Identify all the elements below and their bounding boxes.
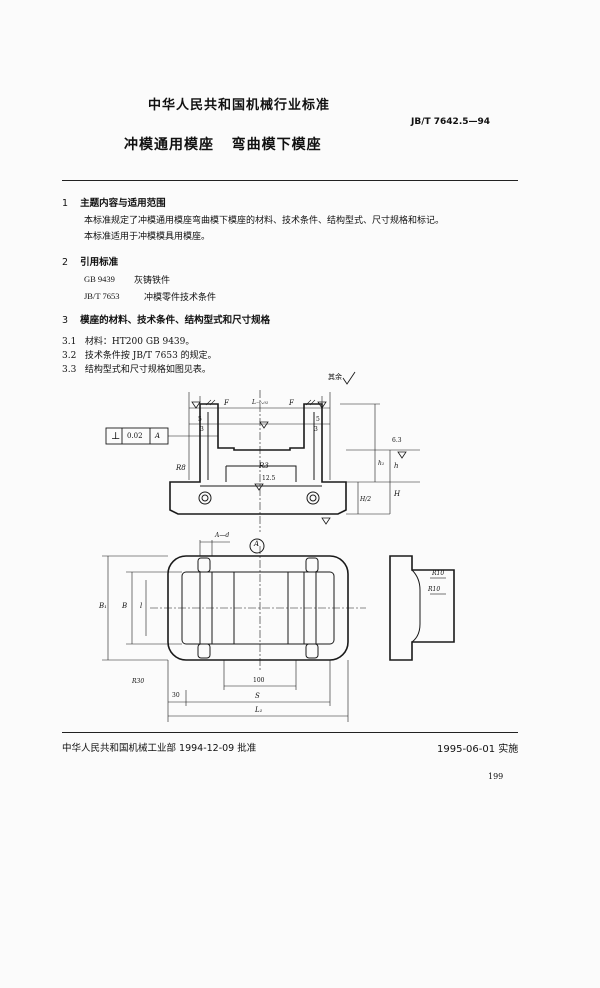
dim-H: H [394,490,401,498]
dim-H-half: H/2 [360,496,372,503]
clause-3-1-text: 材料：HT200 GB 9439。 [84,337,195,347]
section-1-paragraph-2: 本标准适用于冲模模具用模座。 [84,232,211,242]
detail-a-marker [249,538,265,554]
dim-b: B [122,602,128,610]
dim-h: h [394,462,399,470]
side-section-view [389,555,455,661]
footer-rule [62,732,518,733]
front-view [168,390,420,554]
clause-3-2-text: 技术条件按 JB/T 7653 的规定。 [84,351,217,361]
bolt-hole-left [198,491,212,505]
dim-r10-upper: R10 [432,570,445,577]
dim-5-left: 5 [198,416,202,423]
section-a-d-label: A—d [215,532,230,539]
dim-r30: R30 [132,678,145,685]
approval-statement: 中华人民共和国机械工业部 1994-12-09 批准 [62,743,257,754]
clause-3-3: 3.3 结构型式和尺寸规格如图见表。 [62,362,211,375]
bolt-hole-right [306,491,320,505]
dim-s: S [255,692,260,700]
dim-5-right: 5 [316,416,320,423]
header-rule [62,180,518,181]
clause-3-2-number: 3.2 [62,351,77,361]
dim-r3: R3 [259,462,269,470]
rest-roughness-label: 其余 [328,373,342,381]
roughness-6-3: 6.3 [392,437,402,444]
dim-f-left: F [224,399,229,407]
section-1-paragraph-1: 本标准规定了冲模通用模座弯曲模下模座的材料、技术条件、结构型式、尺寸规格和标记。 [84,216,445,226]
tolerance-datum: A [155,432,161,440]
dim-r10-lower: R10 [428,586,441,593]
perpendicularity-symbol: ⊥ [111,431,121,442]
document-title: 冲模通用模座 弯曲模下模座 [124,137,322,153]
dim-l-small: l [140,602,143,610]
section-1-title: 主题内容与适用范围 [80,198,166,209]
tolerance-value: 0.02 [127,432,143,440]
dim-3-left: 3 [200,426,204,433]
dim-f-right: F [289,399,294,407]
section-3-title: 模座的材料、技术条件、结构型式和尺寸规格 [80,315,271,326]
reference-code-1: GB 9439 [84,274,115,284]
reference-title-1: 灰铸铁件 [134,276,171,286]
section-1-heading: 1 主题内容与适用范围 [62,195,166,209]
reference-title-2: 冲模零件技术条件 [144,293,217,303]
clause-3-1-number: 3.1 [62,337,77,347]
clause-3-3-number: 3.3 [62,365,77,375]
dim-b1: B₁ [99,602,107,610]
dim-l: L₋₀.₀₁ [252,399,269,406]
dim-30: 30 [172,692,180,699]
reference-code-2: JB/T 7653 [84,291,120,301]
dim-l1: L₁ [255,706,263,714]
clause-3-3-text: 结构型式和尺寸规格如图见表。 [84,365,211,375]
clause-3-1: 3.1 材料：HT200 GB 9439。 [62,334,194,347]
dim-100: 100 [253,677,265,684]
roughness-12-5: 12.5 [262,475,276,482]
detail-a-label: A [254,540,260,548]
plan-view [102,540,366,722]
effective-date: 1995-06-01 实施 [437,744,519,755]
page-number: 199 [488,772,504,781]
standard-number: JB/T 7642.5—94 [411,117,491,127]
section-2-number: 2 [62,257,69,268]
clause-3-2: 3.2 技术条件按 JB/T 7653 的规定。 [62,348,217,361]
section-2-heading: 2 引用标准 [62,254,118,268]
section-3-heading: 3 模座的材料、技术条件、结构型式和尺寸规格 [62,312,270,326]
dim-r8: R8 [176,464,186,472]
section-3-number: 3 [62,315,69,326]
dim-h1: h₁ [378,460,385,467]
issuing-body-header: 中华人民共和国机械行业标准 [148,98,331,113]
section-2-title: 引用标准 [80,257,119,268]
section-1-number: 1 [62,198,69,209]
geometric-tolerance-frame [105,427,169,445]
dim-3-right: 3 [314,426,318,433]
